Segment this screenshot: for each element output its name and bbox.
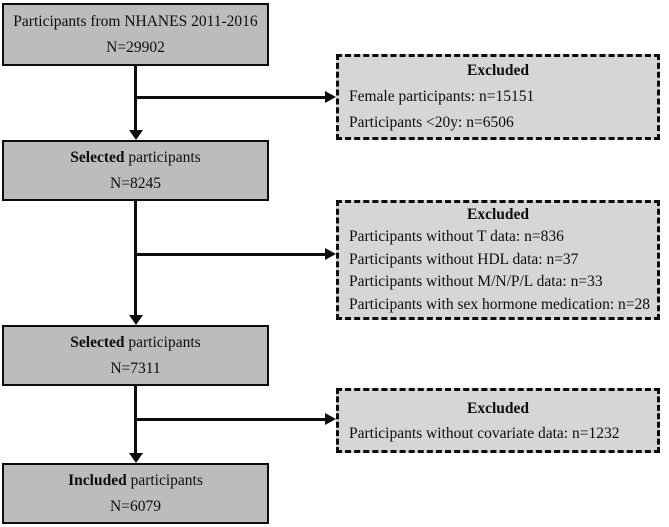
excluded-reason: Participants without T data: n=836 [349,228,564,246]
connector-vertical-2 [134,201,137,317]
excluded-heading: Excluded [466,62,529,79]
flow-box-count: N=8245 [110,174,161,192]
excluded-reason: Participants without HDL data: n=37 [349,250,579,268]
flow-box-title: Participants from NHANES 2011-2016 [13,9,257,35]
flow-box-title-bold: Selected [70,148,125,166]
flow-box-title: Selected participants [70,145,200,171]
flow-box-included: Included participants N=6079 [2,463,269,524]
excluded-box-2: Excluded Participants without T data: n=… [336,200,660,320]
arrowhead-down-icon [129,315,143,325]
flow-box-nhanes-source: Participants from NHANES 2011-2016 N=299… [2,3,269,66]
connector-vertical-1 [134,66,137,132]
flow-box-count: N=7311 [110,359,161,377]
arrowhead-down-icon [129,453,143,463]
connector-horizontal-2 [135,253,327,256]
arrowhead-down-icon [129,130,143,140]
arrowhead-right-icon [325,413,336,425]
excluded-reason: Female participants: n=15151 [349,88,535,105]
flow-box-title: Included participants [68,468,203,494]
excluded-heading: Excluded [466,205,529,223]
flow-box-title-bold: Included [68,471,127,489]
excluded-box-1: Excluded Female participants: n=15151 Pa… [336,54,660,140]
flow-box-selected-7311: Selected participants N=7311 [2,325,269,386]
connector-horizontal-1 [135,96,327,99]
flow-box-title-rest: Participants from NHANES 2011-2016 [13,12,258,30]
excluded-reason: Participants <20y: n=6506 [349,114,514,131]
flow-box-count: N=29902 [106,38,165,56]
flow-box-title-rest: participants [126,471,203,489]
flow-box-title-bold: Selected [70,333,125,351]
flow-box-title: Selected participants [70,330,200,356]
arrowhead-right-icon [325,248,336,260]
flow-box-title-rest: participants [124,333,201,351]
flow-box-title-rest: participants [124,148,201,166]
excluded-heading: Excluded [466,399,529,417]
connector-horizontal-3 [135,418,327,421]
excluded-reason: Participants without M/N/P/L data: n=33 [349,273,603,291]
excluded-box-3: Excluded Participants without covariate … [336,388,660,453]
excluded-reason: Participants with sex hormone medication… [349,295,651,313]
arrowhead-right-icon [325,91,336,103]
flow-box-selected-8245: Selected participants N=8245 [2,140,269,201]
excluded-reason: Participants without covariate data: n=1… [349,424,620,442]
flow-box-count: N=6079 [110,497,161,515]
